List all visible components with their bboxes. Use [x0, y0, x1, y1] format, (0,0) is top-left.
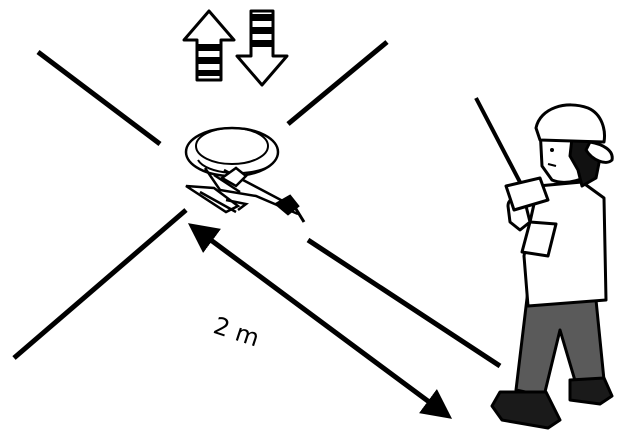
left-shoe	[490, 390, 562, 430]
up-arrow-icon	[182, 9, 236, 82]
distance-label: 2 m	[210, 311, 263, 352]
ground-cross-marker	[12, 40, 502, 369]
down-arrow-icon	[235, 9, 289, 87]
cap	[534, 103, 606, 144]
cross-line-bottom-left	[12, 208, 188, 360]
transmitter-antenna	[474, 97, 524, 187]
cross-line-bottom-right	[306, 237, 502, 369]
distance-dimension: 2 m	[187, 223, 453, 419]
cross-line-top-left	[36, 50, 162, 146]
right-shoe	[568, 376, 614, 406]
cap-brim	[584, 140, 614, 164]
distance-arrow	[187, 223, 453, 419]
pilot-figure	[474, 97, 614, 430]
transmitter-icon	[504, 176, 550, 212]
helicopter-icon	[184, 126, 306, 223]
sleeve	[520, 220, 558, 258]
cross-line-top-right	[286, 40, 389, 126]
